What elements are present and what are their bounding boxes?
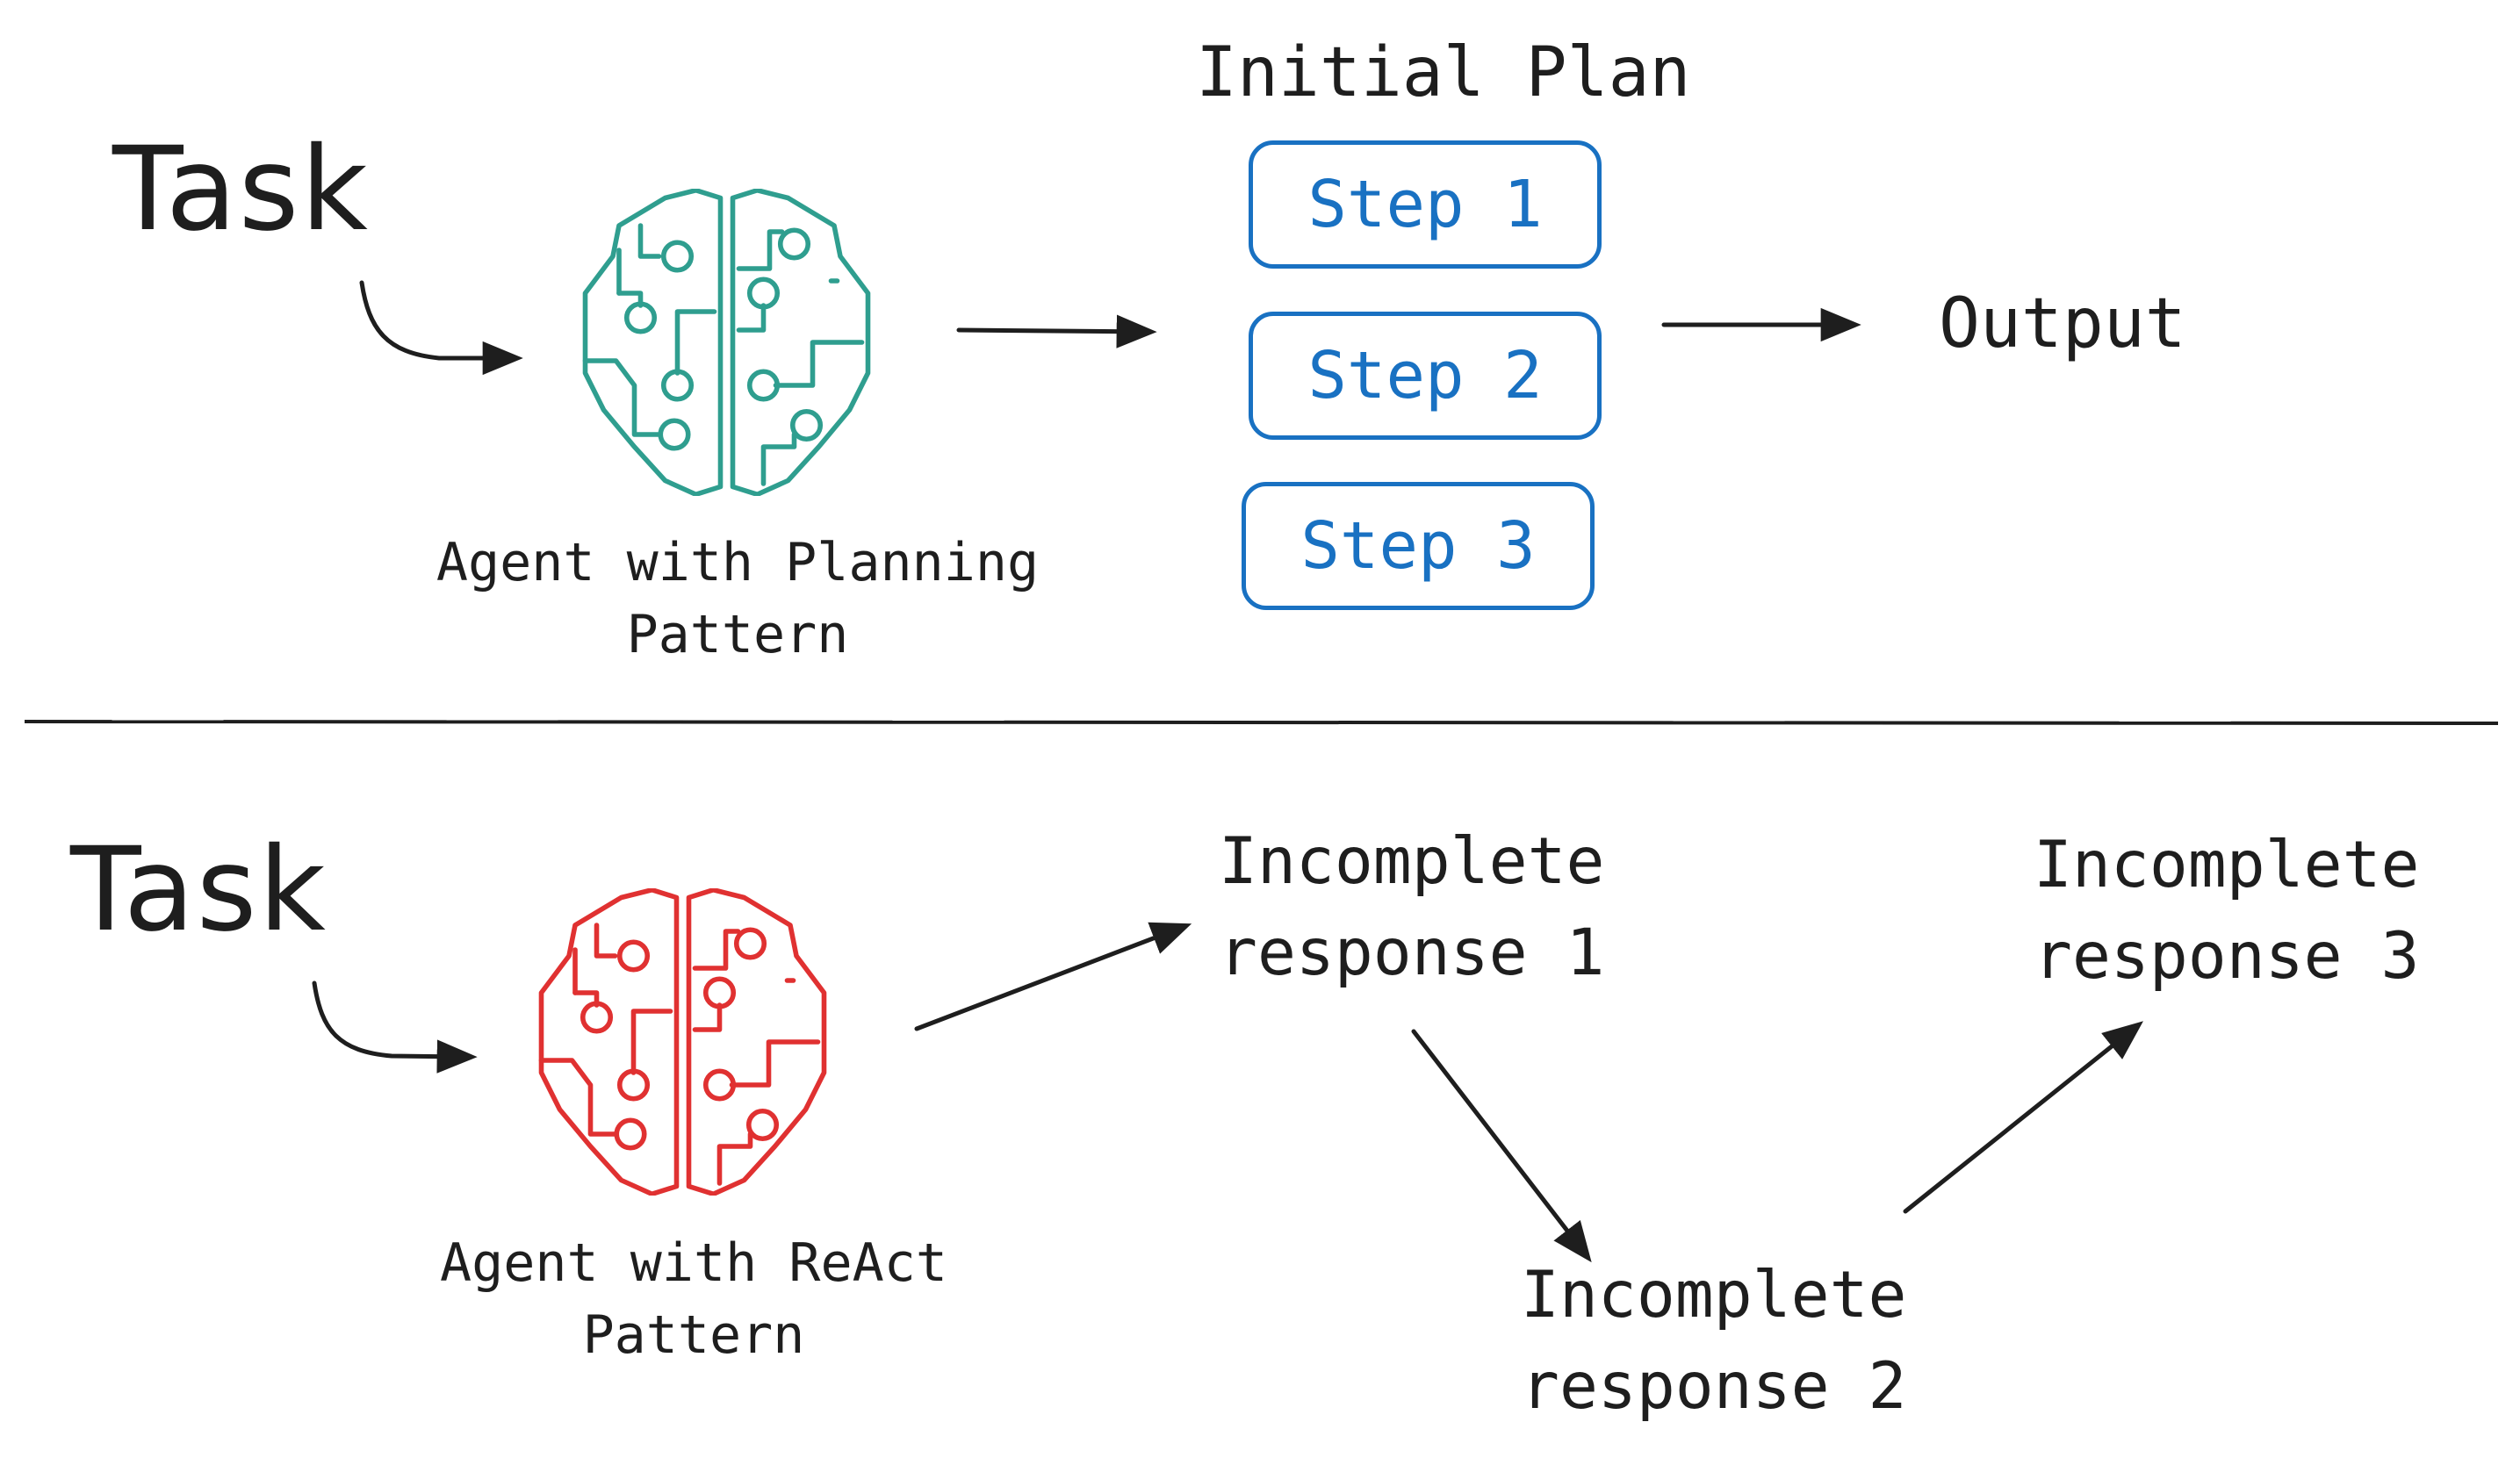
response-3-line1: Incomplete <box>2034 828 2420 902</box>
plan-step-1-label: Step 1 <box>1307 167 1543 242</box>
response1-to-response2-arrow <box>1411 1029 1592 1263</box>
task-label-bottom: Task <box>70 822 328 958</box>
response-1-line2: response 1 <box>1219 916 1605 990</box>
planning-agent-caption-line2: Pattern <box>626 604 849 665</box>
incomplete-response-2: Incomplete response 2 <box>1521 1250 1907 1433</box>
react-agent-caption-line1: Agent with ReAct <box>440 1232 947 1294</box>
task-label-top: Task <box>112 122 370 257</box>
response2-to-response3-arrow <box>1903 1021 2143 1214</box>
task-to-agent-arrow-bottom <box>312 980 478 1074</box>
task-to-agent-arrow-top <box>359 280 523 376</box>
response-2-line2: response 2 <box>1521 1349 1907 1424</box>
react-agent-caption-line2: Pattern <box>582 1304 805 1366</box>
output-label: Output <box>1939 284 2186 363</box>
planning-agent-caption: Agent with Planning Pattern <box>421 527 1054 671</box>
incomplete-response-3: Incomplete response 3 <box>2034 820 2420 1002</box>
planning-agent-caption-line1: Agent with Planning <box>436 532 1040 593</box>
plan-step-1: Step 1 <box>1249 140 1602 269</box>
response-2-line1: Incomplete <box>1521 1258 1907 1332</box>
section-divider <box>24 720 2499 725</box>
plan-step-3-label: Step 3 <box>1300 508 1536 584</box>
response-3-line2: response 3 <box>2034 919 2420 994</box>
incomplete-response-1: Incomplete response 1 <box>1219 816 1605 999</box>
plan-title: Initial Plan <box>1196 33 1691 112</box>
react-brain-icon <box>542 890 824 1195</box>
response-1-line1: Incomplete <box>1219 824 1605 899</box>
planning-brain-icon <box>586 190 868 495</box>
agent-to-plan-arrow <box>956 314 1157 348</box>
plan-step-2-label: Step 2 <box>1307 338 1543 413</box>
react-agent-caption: Agent with ReAct Pattern <box>378 1227 1010 1371</box>
plan-step-2: Step 2 <box>1249 312 1602 440</box>
plan-step-3: Step 3 <box>1242 482 1595 610</box>
agent-to-response1-arrow <box>914 922 1192 1031</box>
